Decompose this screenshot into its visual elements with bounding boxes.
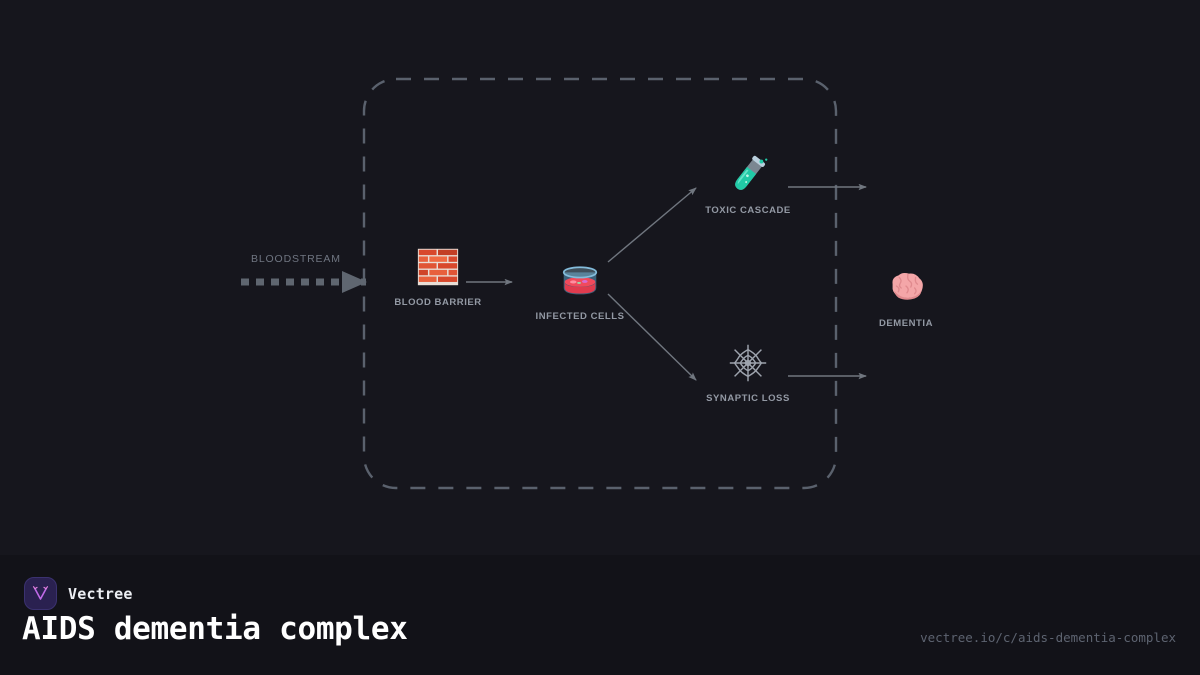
spider-web-icon: [729, 344, 767, 382]
test-tube-icon: [735, 155, 768, 190]
edge-label-bloodstream: BLOODSTREAM: [251, 253, 341, 265]
node-label-blood-barrier: BLOOD BARRIER: [394, 297, 482, 308]
edge-infected-cells-to-toxic-cascade: [607, 187, 697, 263]
diagram-canvas[interactable]: BLOODSTREAM: [0, 0, 1200, 555]
petri-dish-icon: [562, 266, 598, 295]
node-label-dementia: DEMENTIA: [878, 318, 933, 329]
node-toxic-cascade[interactable]: TOXIC CASCADE: [668, 152, 828, 216]
vectree-logo-icon: [24, 577, 57, 610]
brand-row[interactable]: Vectree: [24, 577, 133, 610]
node-infected-cells[interactable]: INFECTED CELLS: [500, 258, 660, 322]
node-label-synaptic-loss: SYNAPTIC LOSS: [706, 393, 790, 404]
diagram-edges: [241, 77, 867, 490]
node-dementia[interactable]: DEMENTIA: [826, 265, 986, 329]
footer-url: vectree.io/c/aids-dementia-complex: [920, 630, 1176, 645]
brand-name: Vectree: [68, 584, 133, 603]
page-title: AIDS dementia complex: [22, 611, 408, 647]
node-label-infected-cells: INFECTED CELLS: [535, 311, 625, 322]
brick-wall-icon: [417, 248, 459, 286]
node-label-toxic-cascade: TOXIC CASCADE: [705, 205, 791, 216]
brain-icon: [892, 272, 923, 300]
edge-infected-cells-to-synaptic-loss: [607, 293, 697, 381]
footer-bar: Vectree AIDS dementia complex vectree.io…: [0, 555, 1200, 675]
node-blood-barrier[interactable]: BLOOD BARRIER: [358, 244, 518, 308]
node-synaptic-loss[interactable]: SYNAPTIC LOSS: [668, 340, 828, 404]
